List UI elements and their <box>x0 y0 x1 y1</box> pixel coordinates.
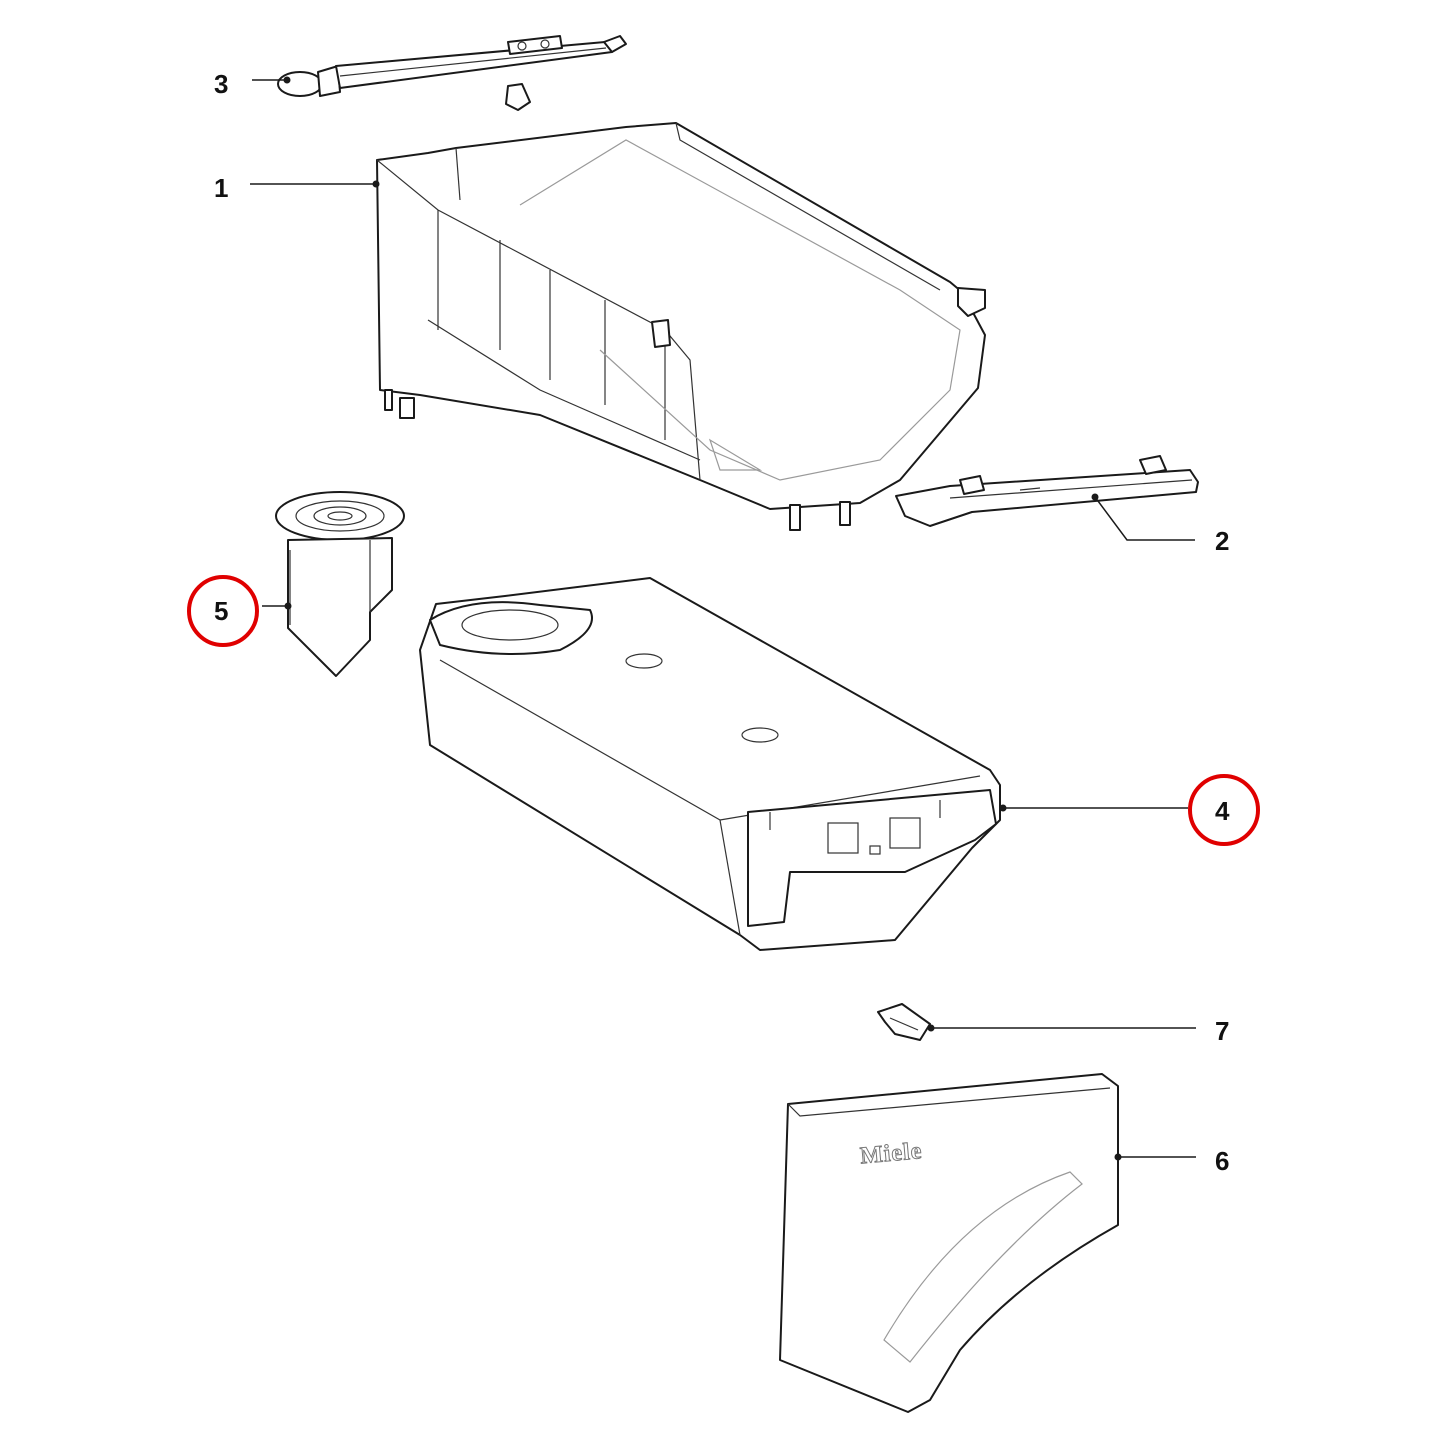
brand-logo: Miele <box>859 1138 923 1169</box>
callout-labels: 3 1 2 5 4 7 6 <box>214 69 1230 1176</box>
callout-4: 4 <box>1215 796 1230 826</box>
part-7-clip <box>877 1003 931 1041</box>
part-4-dispenser-drawer <box>419 577 1001 951</box>
highlight-circle-5 <box>187 575 259 647</box>
callout-1: 1 <box>214 173 228 203</box>
part-3-valve-lever <box>277 35 627 111</box>
callout-3: 3 <box>214 69 228 99</box>
highlight-circle-4 <box>1188 774 1260 846</box>
part-1-dispenser-housing <box>376 122 986 531</box>
callout-2: 2 <box>1215 526 1229 556</box>
part-2-slider-rail <box>895 455 1199 527</box>
part-6-front-panel: Miele <box>779 1073 1119 1413</box>
part-5-siphon-insert <box>275 491 405 677</box>
callout-7: 7 <box>1215 1016 1229 1046</box>
callout-5: 5 <box>214 596 228 626</box>
leader-2 <box>1094 496 1195 541</box>
leader-lines <box>250 76 1196 1161</box>
callout-6: 6 <box>1215 1146 1229 1176</box>
